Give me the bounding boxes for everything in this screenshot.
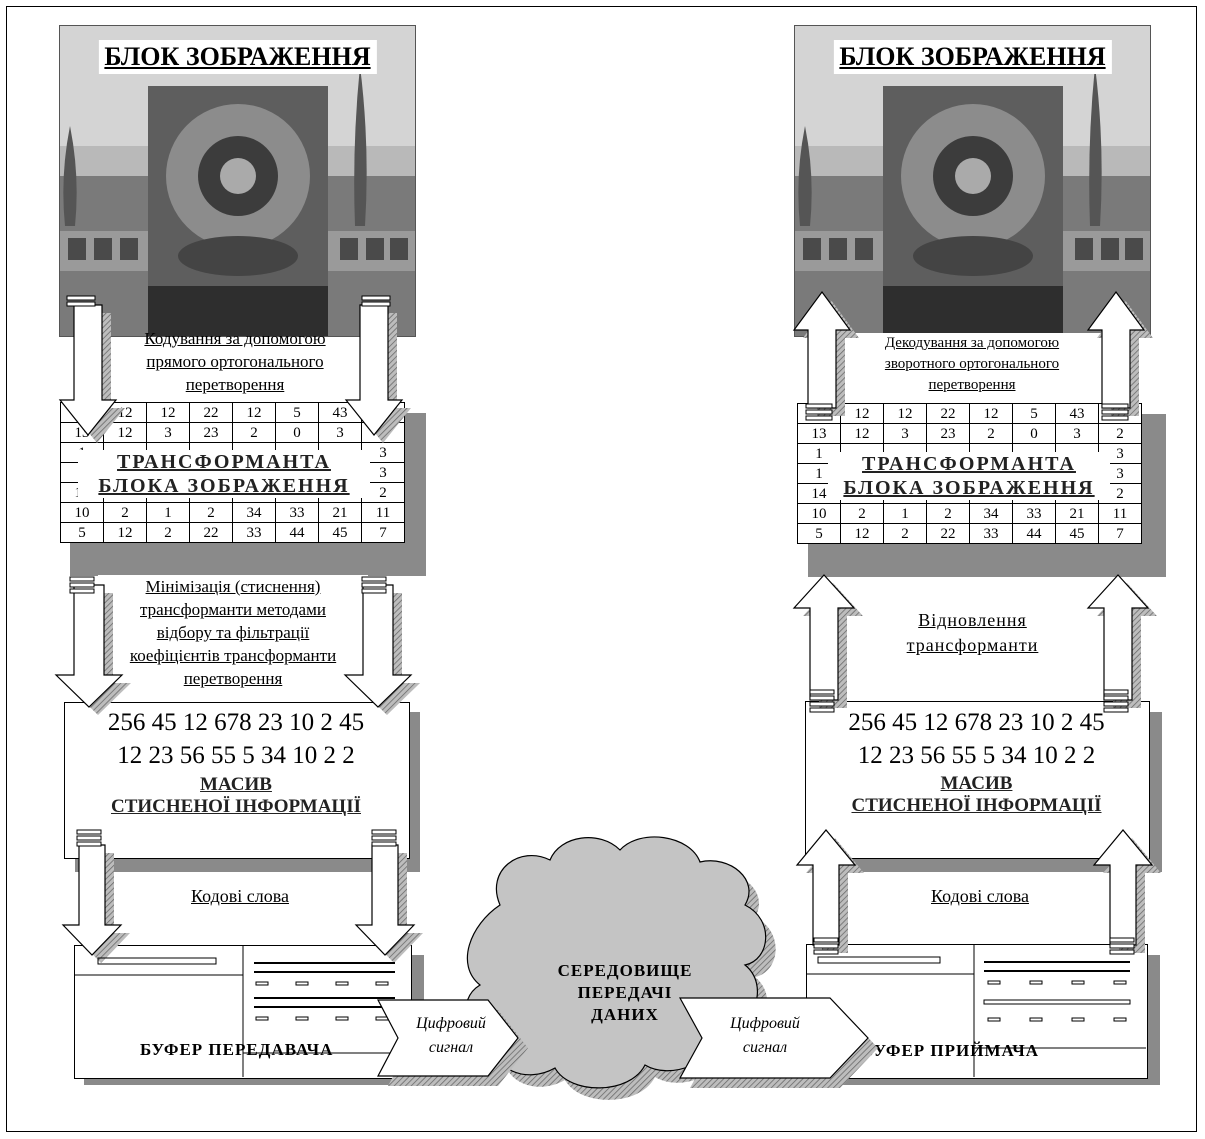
transmission-medium-cloud [465,836,776,1100]
right-arrows-decode [792,290,1153,416]
right-buffer-label: БУФЕР ПРИЙМАЧА [862,1041,1039,1060]
table-cell: 44 [275,522,319,543]
table-cell: 22 [189,402,233,423]
table-cell: 22 [189,522,233,543]
left-arrows-encode [58,304,411,443]
table-cell: 7 [361,522,405,543]
left-arrows-codewords [61,844,423,963]
right-buffer-internals [806,944,1146,1077]
right-stack-markers [805,403,1135,955]
right-arrows-codewords [795,829,1161,953]
table-cell: 33 [232,522,276,543]
left-buffer-label: БУФЕР ПЕРЕДАВАЧА [140,1040,334,1059]
table-cell: 23 [189,422,233,443]
table-cell: 2 [146,522,190,543]
table-cell: 12 [103,522,147,543]
right-arrows-restore [792,574,1157,708]
right-signal-arrow [678,997,878,1088]
table-cell: 5 [60,522,104,543]
right-codewords-caption: Кодові слова [931,886,1029,906]
left-signal-arrow [377,999,528,1086]
building-mosaic-photo-restored [795,26,1150,336]
table-cell: 22 [926,523,970,544]
table-cell: 7 [1098,523,1142,544]
diagram-frame [6,6,1197,1132]
table-cell: 12 [232,402,276,423]
building-mosaic-photo [60,26,415,336]
table-cell: 12 [969,403,1013,424]
left-compressed-array-box [64,702,410,859]
right-compressed-array-box [805,701,1150,859]
right-image-block: БЛОК ЗОБРАЖЕННЯ [794,25,1151,337]
table-cell: 45 [318,522,362,543]
left-codewords-caption: Кодові слова [191,886,289,906]
left-arrows-minimize [54,584,420,715]
table-cell: 12 [840,523,884,544]
table-cell: 10 [60,502,104,523]
right-photo-title: БЛОК ЗОБРАЖЕННЯ [833,40,1112,74]
table-cell: 33 [969,523,1013,544]
table-cell: 5 [797,523,841,544]
left-photo-title: БЛОК ЗОБРАЖЕННЯ [98,40,377,74]
table-cell: 45 [1055,523,1099,544]
left-image-block: БЛОК ЗОБРАЖЕННЯ [59,25,416,337]
left-buffer-internals [74,945,410,1077]
left-stack-markers [66,295,397,847]
table-cell: 11 [361,502,405,523]
table-cell: 34 [969,503,1013,524]
left-minimize-caption: Мінімізація (стиснення)трансформанти мет… [98,575,368,690]
